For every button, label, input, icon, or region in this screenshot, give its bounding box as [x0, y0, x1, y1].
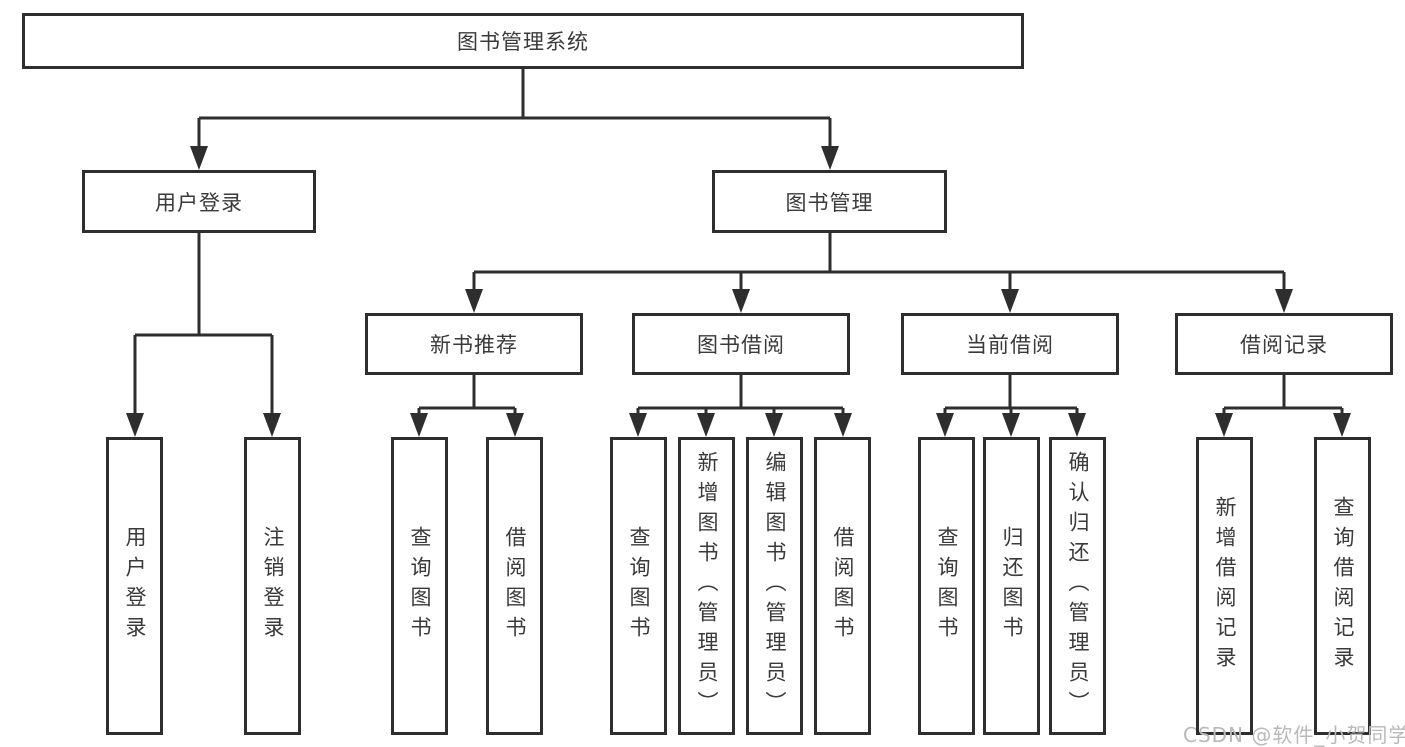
leaf-logout: 注销登录 — [244, 437, 301, 735]
node-label: 查询图书 — [627, 526, 651, 646]
node-label: 编辑图书（管理员） — [763, 451, 787, 721]
node-label: 用户登录 — [123, 526, 147, 646]
node-label: 当前借阅 — [966, 333, 1054, 357]
leaf-user-login: 用户登录 — [106, 437, 163, 735]
node-label: 新增借阅记录 — [1213, 496, 1237, 676]
node-label: 图书管理系统 — [457, 30, 589, 54]
node-label: 图书借阅 — [697, 333, 785, 357]
node-user-login: 用户登录 — [82, 170, 316, 233]
node-label: 用户登录 — [155, 190, 243, 215]
leaf-query-books-recommend: 查询图书 — [391, 437, 448, 735]
leaf-add-books-admin: 新增图书（管理员） — [678, 437, 735, 735]
leaf-borrow-books-recommend: 借阅图书 — [486, 437, 543, 735]
node-label: 新书推荐 — [430, 333, 518, 357]
node-book-borrowing: 图书借阅 — [632, 313, 850, 375]
csdn-watermark: CSDN @软件_小贺同学 — [1183, 723, 1405, 747]
leaf-borrow-books: 借阅图书 — [814, 437, 871, 735]
node-label: 注销登录 — [261, 526, 285, 646]
node-label: 归还图书 — [1000, 526, 1024, 646]
node-label: 图书管理 — [785, 190, 874, 215]
node-label: 查询图书 — [408, 526, 432, 646]
node-new-book-recommendation: 新书推荐 — [365, 313, 583, 375]
leaf-confirm-return-admin: 确认归还（管理员） — [1049, 437, 1106, 735]
node-label: 确认归还（管理员） — [1066, 451, 1090, 721]
node-borrowing-records: 借阅记录 — [1175, 313, 1393, 375]
node-library-management-system: 图书管理系统 — [22, 13, 1024, 69]
node-label: 借阅图书 — [503, 526, 527, 646]
leaf-query-books-current: 查询图书 — [918, 437, 975, 735]
node-label: 借阅图书 — [831, 526, 855, 646]
arrowheads — [126, 146, 1351, 437]
leaf-edit-books-admin: 编辑图书（管理员） — [746, 437, 803, 735]
node-label: 查询借阅记录 — [1331, 496, 1355, 676]
leaf-query-books-borrow: 查询图书 — [610, 437, 667, 735]
node-book-management: 图书管理 — [712, 170, 947, 233]
leaf-query-borrow-record: 查询借阅记录 — [1314, 437, 1371, 735]
leaf-add-borrow-record: 新增借阅记录 — [1196, 437, 1253, 735]
node-label: 借阅记录 — [1240, 333, 1328, 357]
node-label: 新增图书（管理员） — [695, 451, 719, 721]
leaf-return-books: 归还图书 — [983, 437, 1040, 735]
node-label: 查询图书 — [935, 526, 959, 646]
node-current-borrowing: 当前借阅 — [901, 313, 1119, 375]
